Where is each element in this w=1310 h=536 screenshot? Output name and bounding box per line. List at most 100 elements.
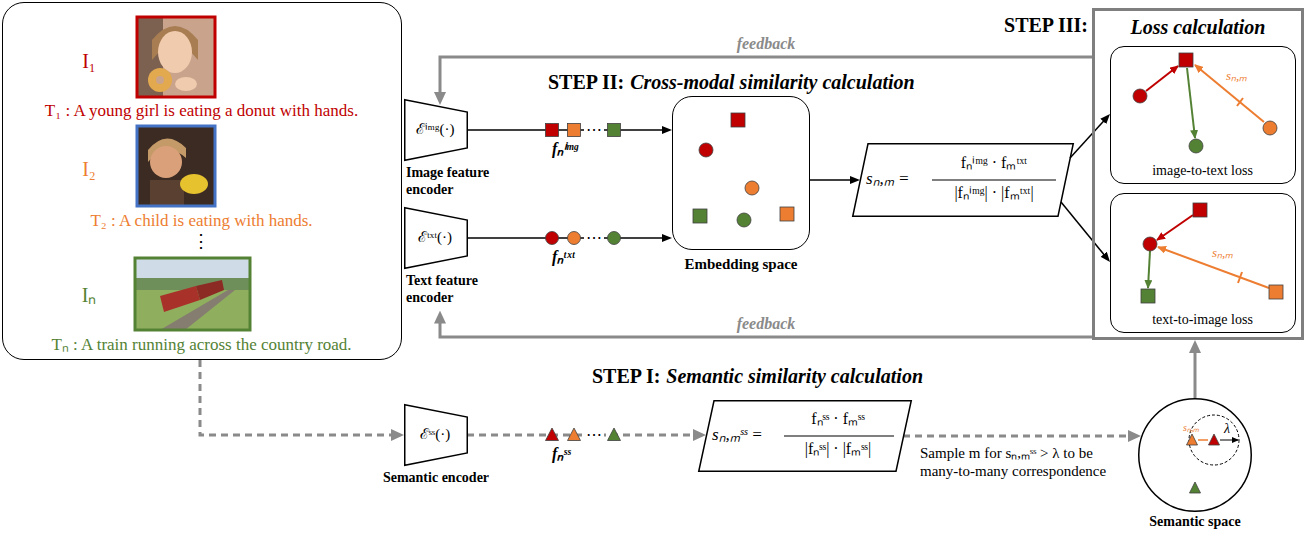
- embedding-text-point: [745, 181, 759, 195]
- similarity-line: [1198, 439, 1208, 441]
- node-text: Loss calculation: [1095, 15, 1301, 39]
- text-point: [1133, 89, 1147, 103]
- embedding-text-point: [737, 213, 751, 227]
- photo-hand: [175, 77, 197, 91]
- edge-label: feedback: [734, 34, 799, 53]
- text-point: [1263, 121, 1277, 135]
- label-text: sₙ,ₘ: [1212, 245, 1233, 261]
- weight-tick: [1237, 98, 1243, 106]
- embedding-image-point: [693, 209, 707, 223]
- connector-arrow: [440, 57, 1092, 94]
- node-text: |fₙⁱᵐᵍ| · |fₘᵗˣᵗ|: [926, 183, 1062, 202]
- node-text: ℰⁱᵐᵍ(·): [404, 120, 466, 138]
- dataset-panel: I₁ T₁ : A young girl is eating a donut wi…: [2, 2, 402, 360]
- image-point: [1141, 289, 1155, 303]
- encoder-outline: [405, 405, 468, 466]
- node-text: image-to-text loss: [1111, 163, 1294, 180]
- connector-arrow: [1061, 202, 1105, 256]
- photo-locomotive: [160, 286, 200, 312]
- node-text: Tₙ : A train running across the country …: [3, 335, 400, 355]
- image-to-text-illustration: [1133, 53, 1277, 153]
- node-text: Iₙ: [69, 283, 109, 307]
- encoder-trapezoid: ℰⁱᵐᵍ(·)Image feature encoder: [404, 99, 468, 161]
- node-text: ℰᵗˣᵗ(·): [404, 228, 466, 246]
- weighted-arrow: [1195, 65, 1264, 122]
- node-text: I₁: [69, 49, 109, 73]
- image-point: [1179, 53, 1193, 67]
- node-text: Semantic encoder: [371, 470, 501, 487]
- text-feature-marker: [568, 232, 581, 245]
- formula-box: sₙ,ₘ =fₙⁱᵐᵍ · fₘᵗˣᵗ|fₙⁱᵐᵍ| · |fₘᵗˣᵗ|: [852, 143, 1074, 217]
- image-feature-row: [546, 124, 621, 137]
- photo-toy: [180, 174, 208, 194]
- label-text: fₙⁱᵐᵍ: [552, 139, 578, 158]
- push-arrow: [1148, 251, 1150, 288]
- photo-body: [150, 180, 184, 206]
- node-text: text-to-image loss: [1111, 312, 1294, 329]
- text-feature-marker: [546, 232, 559, 245]
- image-point: [1269, 285, 1283, 299]
- connector-arrow: [903, 435, 1130, 438]
- node-text: fₙˢˢ · fₘˢˢ: [778, 409, 898, 428]
- photo-frame: [137, 17, 215, 97]
- node-text: STEP III:: [1000, 13, 1088, 37]
- semantic-space-circle: Semantic space: [1138, 398, 1252, 512]
- label-text: fₙˢˢ: [552, 444, 571, 463]
- space-outline: [1139, 399, 1252, 512]
- label-text: STEP I:: [592, 364, 660, 388]
- photo-donut-hole: [156, 76, 164, 84]
- label-text: Cross-modal similarity calculation: [630, 70, 914, 94]
- loss-panel: STEP III:Loss calculationimage-to-text l…: [1092, 8, 1304, 340]
- semantic-point: [1209, 434, 1220, 445]
- photo-face: [150, 146, 182, 178]
- photo-child-eating: [137, 126, 215, 206]
- photo-train: [135, 258, 250, 330]
- label-text: STEP II:: [548, 70, 624, 94]
- embedding-text-point: [699, 143, 713, 157]
- text-feature-row: [546, 232, 621, 245]
- formula-outline: [699, 401, 912, 472]
- encoder-trapezoid: ℰˢˢ(·)Semantic encoder: [404, 404, 468, 466]
- connector-arrow: [467, 237, 664, 239]
- image-feature-marker: [546, 124, 559, 137]
- node-text: sₙ,ₘ =: [866, 169, 928, 189]
- image-feature-marker: [608, 124, 621, 137]
- fraction-bar: [932, 179, 1056, 180]
- connector-arrow: [1070, 120, 1105, 158]
- weight-tick: [1238, 272, 1242, 283]
- fraction-bar: [784, 435, 894, 436]
- radius-arrow: [1220, 440, 1238, 441]
- label-text: ⋯: [584, 228, 604, 247]
- label-text: sₙ,ₘ: [1226, 68, 1247, 84]
- connector-arrow: [467, 129, 664, 131]
- label-text: Semantic similarity calculation: [666, 364, 923, 388]
- encoder-outline: [405, 208, 468, 269]
- node-text: T₁ : A young girl is eating a donut with…: [3, 101, 400, 121]
- node-text: Text feature encoder: [406, 273, 510, 307]
- text-to-image-illustration: [1141, 203, 1283, 303]
- pull-arrow: [1146, 66, 1178, 91]
- photo-frame: [135, 258, 250, 330]
- photo-donut: [148, 68, 172, 92]
- loss-box: image-to-text loss: [1110, 46, 1296, 184]
- loss-box: text-to-image loss: [1110, 193, 1296, 333]
- formula-outline: [853, 144, 1074, 217]
- label-text: ⋯: [584, 120, 604, 139]
- text-point: [1143, 237, 1157, 251]
- connector-arrow: [810, 179, 852, 181]
- node-text: Semantic space: [1125, 514, 1265, 531]
- semantic-point: [1190, 482, 1201, 493]
- photo-face: [158, 31, 192, 73]
- edge-label: feedback: [734, 314, 799, 333]
- photo-girl-donut: [137, 17, 215, 97]
- node-text: I₂: [69, 157, 109, 181]
- node-text: sₙ,ₘˢˢ =: [712, 425, 782, 445]
- node-text: ⋮: [179, 231, 223, 253]
- node-text: T₂ : A child is eating with hands.: [3, 211, 400, 231]
- label-text: λ: [1224, 421, 1230, 438]
- embedding-points: [693, 113, 794, 227]
- label-text: ⋯: [584, 425, 604, 444]
- label-text: fₙᵗˣᵗ: [552, 247, 575, 266]
- node-text: |fₙˢˢ| · |fₘˢˢ|: [778, 439, 898, 458]
